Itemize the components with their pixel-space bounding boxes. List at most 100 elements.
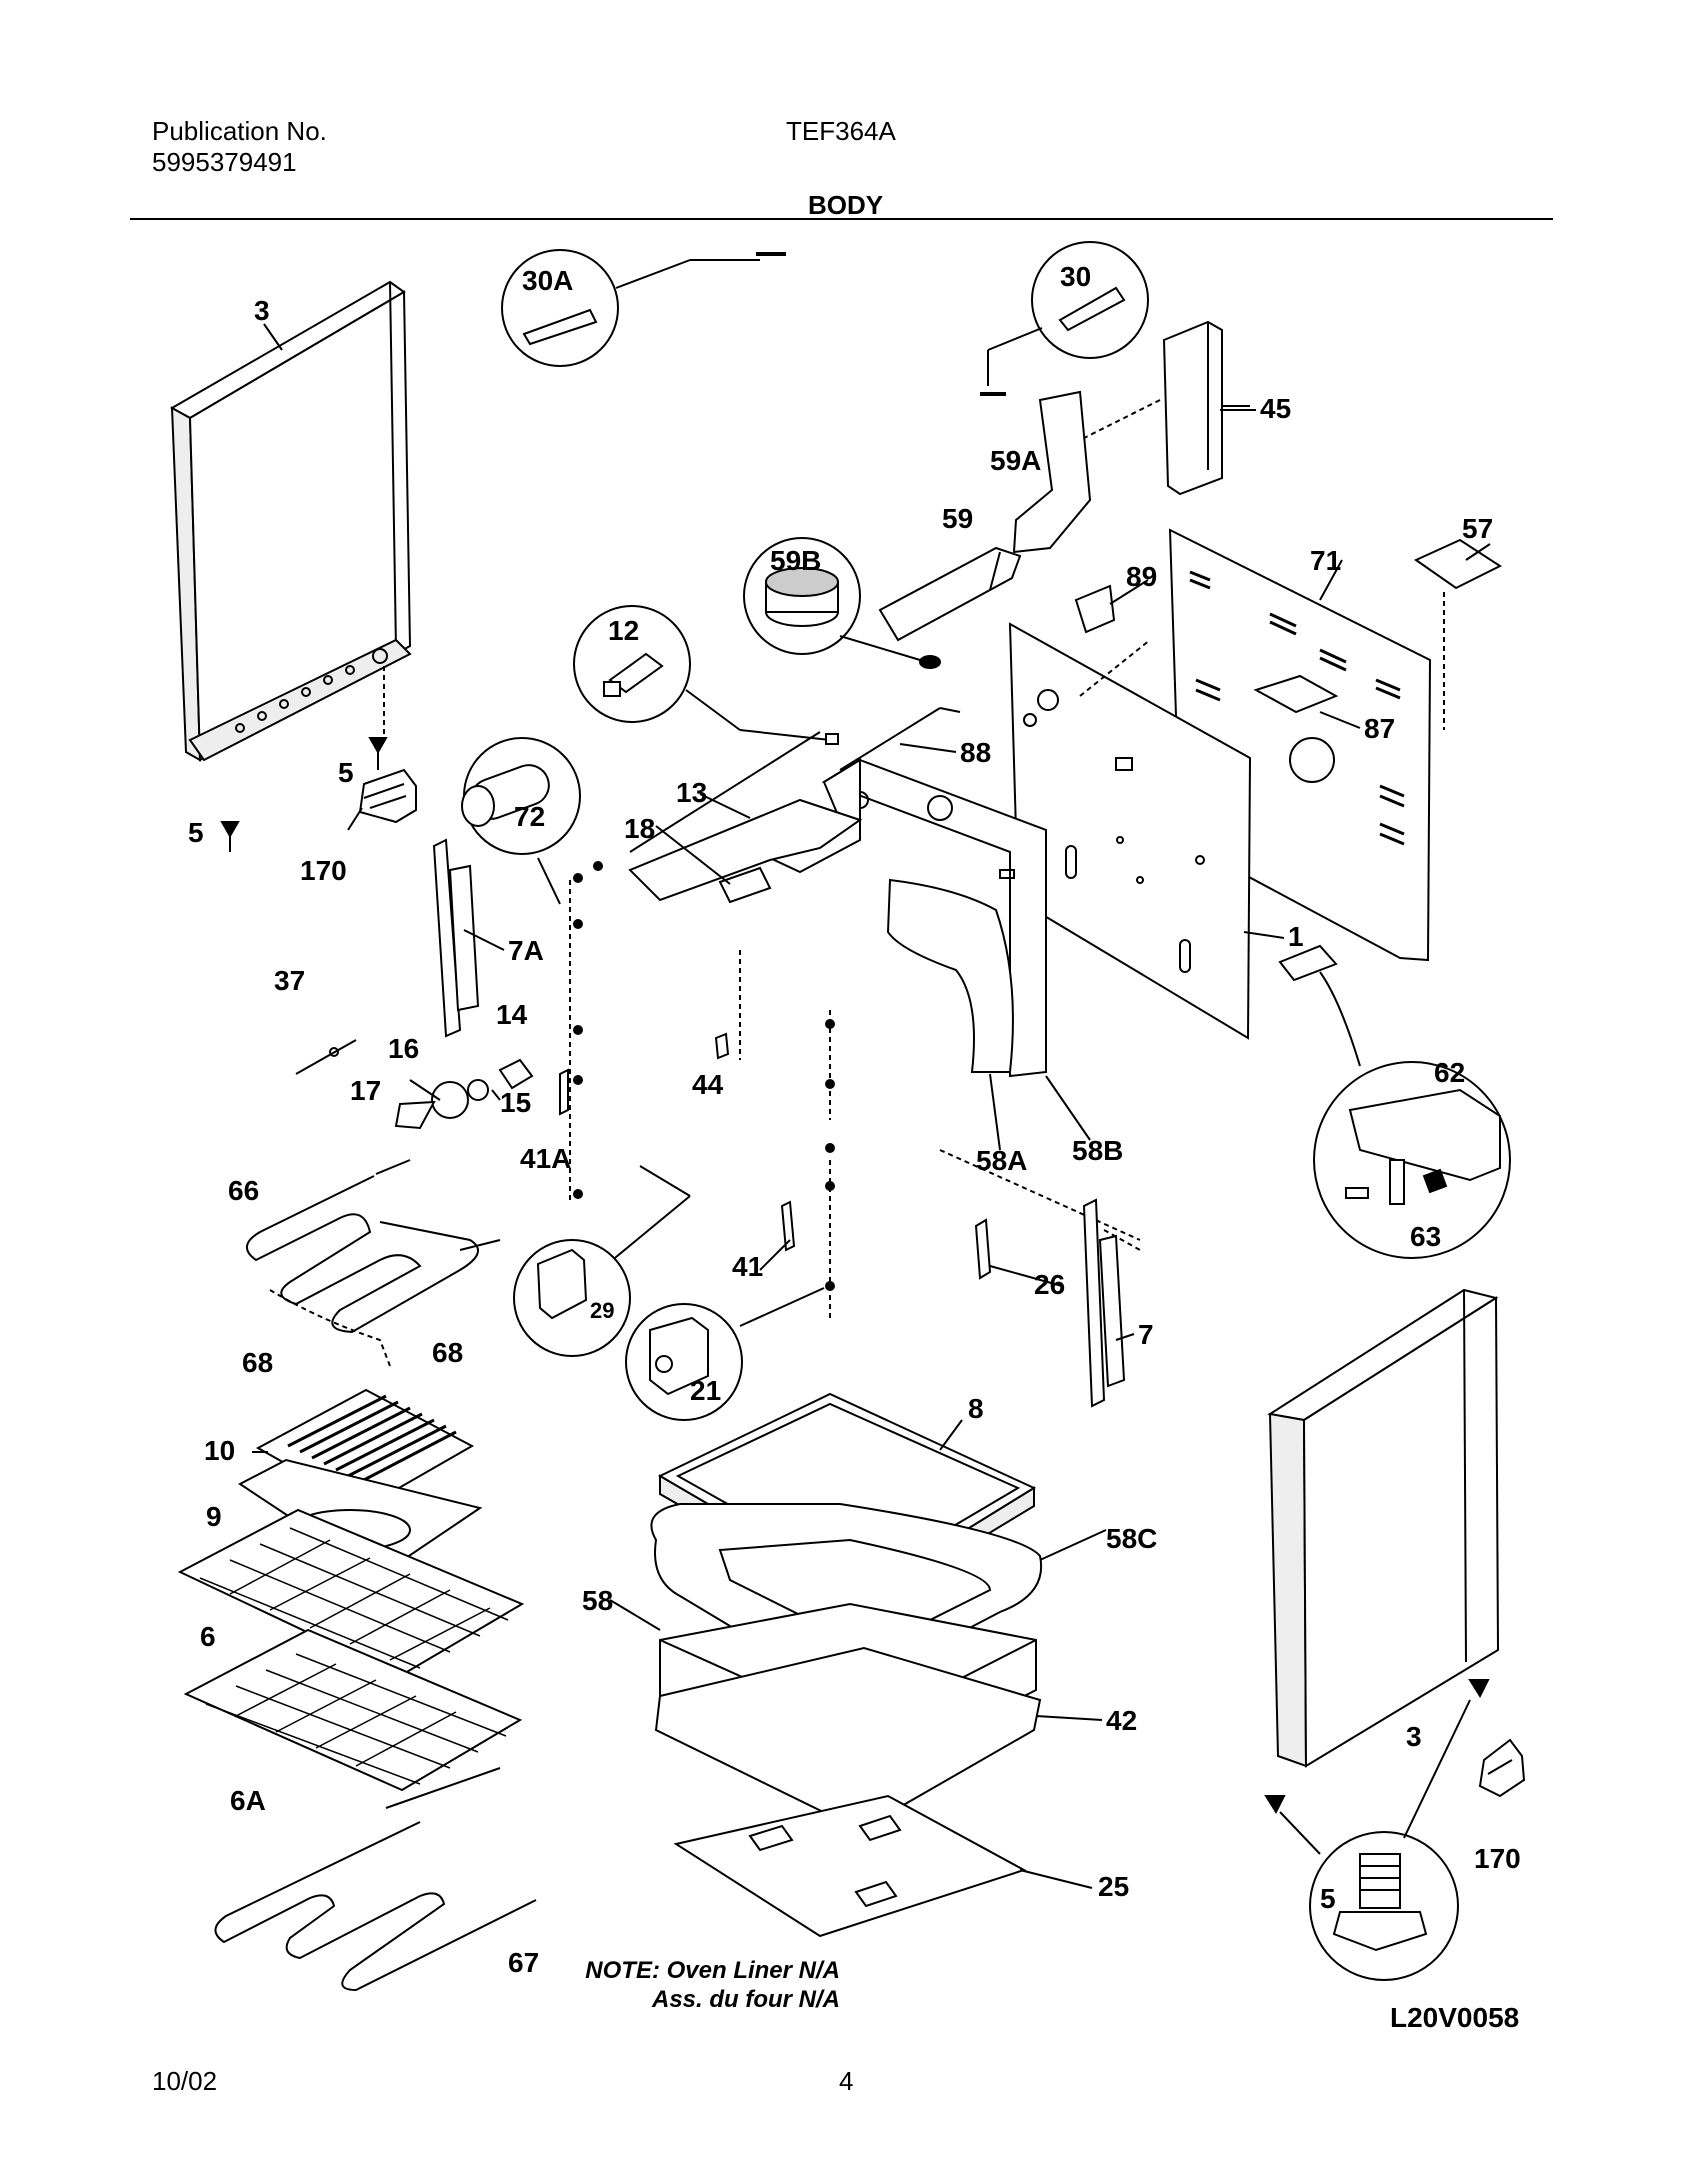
front-frame-58a: [886, 878, 1014, 1073]
oven-rack-6: [177, 1508, 525, 1678]
bracket-41: [780, 1200, 796, 1252]
hinge-receptacle-26: [974, 1218, 992, 1280]
leveling-bracket-left: [347, 768, 417, 831]
callout-16: 16: [388, 1033, 419, 1064]
wire-37: [295, 1039, 357, 1075]
callout-57: 57: [1462, 513, 1493, 544]
leveling-bracket-right: [1478, 1738, 1526, 1798]
callout-170-right: 170: [1474, 1843, 1521, 1874]
callout-72: 72: [514, 801, 545, 832]
access-plate-57: [1413, 538, 1503, 730]
bracket-89: [1074, 584, 1116, 634]
callout-12: 12: [608, 615, 639, 646]
vent-duct-59: [878, 546, 1022, 642]
detail-21: [625, 1287, 825, 1421]
publication-label: Publication No.: [152, 116, 327, 146]
wire-shield-18: [628, 798, 863, 904]
callout-6: 6: [200, 1621, 216, 1652]
callout-58c: 58C: [1106, 1523, 1157, 1554]
callout-5-left-a: 5: [338, 757, 354, 788]
callout-26: 26: [1034, 1269, 1065, 1300]
callout-5-right: 5: [1320, 1883, 1336, 1914]
callout-66: 66: [228, 1175, 259, 1206]
bake-element-67: [214, 1821, 537, 1992]
callout-30a: 30A: [522, 265, 573, 296]
heat-shield-68: [269, 1239, 501, 1367]
callout-7a: 7A: [508, 935, 544, 966]
callout-17: 17: [350, 1075, 381, 1106]
callout-63: 63: [1410, 1221, 1441, 1252]
callout-87: 87: [1364, 713, 1395, 744]
callout-37: 37: [274, 965, 305, 996]
vent-duct-59a: [1012, 390, 1092, 554]
callout-21: 21: [690, 1375, 721, 1406]
section-title: BODY: [808, 190, 884, 220]
screw-right: [1264, 1679, 1490, 1815]
screw-left-a: [368, 737, 388, 770]
callout-42: 42: [1106, 1705, 1137, 1736]
callout-68-b: 68: [432, 1337, 463, 1368]
callout-18: 18: [624, 813, 655, 844]
wire-to-29: [609, 1165, 691, 1263]
right-side-panel: [1267, 1288, 1500, 1768]
callout-5-left-b: 5: [188, 817, 204, 848]
assembly-lines: [569, 880, 1141, 1320]
body-frame-1: [1008, 622, 1252, 1040]
callout-58a: 58A: [976, 1145, 1027, 1176]
screw-left-b: [220, 821, 240, 852]
callout-25: 25: [1098, 1871, 1129, 1902]
callout-7: 7: [1138, 1319, 1154, 1350]
diagram-code: L20V0058: [1390, 2002, 1520, 2033]
callout-29: 29: [590, 1298, 614, 1323]
clip-44: [714, 1032, 730, 1060]
callout-1: 1: [1288, 921, 1304, 952]
oven-bottom-42: [654, 1646, 1042, 1832]
callout-170-left: 170: [300, 855, 347, 886]
detail-30: [980, 241, 1149, 396]
broil-element-66: [246, 1159, 479, 1334]
left-side-panel: [169, 280, 412, 762]
callout-67: 67: [508, 1947, 539, 1978]
wire-harness-88: [839, 707, 961, 771]
callout-88: 88: [960, 737, 991, 768]
detail-59b: [743, 537, 941, 669]
rod-13: [629, 731, 821, 853]
terminal-block-cover: [1079, 320, 1250, 496]
callout-8: 8: [968, 1393, 984, 1424]
door-hinge-7a: [432, 838, 480, 1038]
callout-9: 9: [206, 1501, 222, 1532]
callout-14: 14: [496, 999, 528, 1030]
callout-6a: 6A: [230, 1785, 266, 1816]
detail-72: [461, 737, 581, 905]
callout-59b: 59B: [770, 545, 821, 576]
bottom-panel-25: [673, 1794, 1027, 1938]
screws-column: [573, 861, 835, 1291]
callout-41a: 41A: [520, 1143, 571, 1174]
callout-89: 89: [1126, 561, 1157, 592]
oven-rack-6a: [183, 1628, 523, 1809]
detail-30a: [501, 249, 786, 367]
callout-58: 58: [582, 1585, 613, 1616]
leader-lines: [252, 409, 1491, 1889]
detail-12: [573, 605, 839, 745]
note-oven-liner: NOTE: Oven Liner N/A: [585, 1957, 840, 1984]
callout-44: 44: [692, 1069, 724, 1100]
header-rule: [130, 218, 1553, 220]
callout-3-left: 3: [254, 295, 270, 326]
callout-59: 59: [942, 503, 973, 534]
page-number: 4: [839, 2066, 854, 2096]
door-hinge-7: [1082, 1198, 1141, 1408]
callout-45: 45: [1260, 393, 1291, 424]
publication-number: 5995379491: [152, 147, 297, 177]
detail-62: [1278, 944, 1511, 1259]
callout-62: 62: [1434, 1057, 1465, 1088]
detail-5-leveler: [1279, 1699, 1471, 1981]
callout-58b: 58B: [1072, 1135, 1123, 1166]
callout-68-a: 68: [242, 1347, 273, 1378]
detail-29: [513, 1239, 631, 1357]
callout-30: 30: [1060, 261, 1091, 292]
callout-10: 10: [204, 1435, 235, 1466]
callout-15: 15: [500, 1087, 531, 1118]
callout-41: 41: [732, 1251, 763, 1282]
